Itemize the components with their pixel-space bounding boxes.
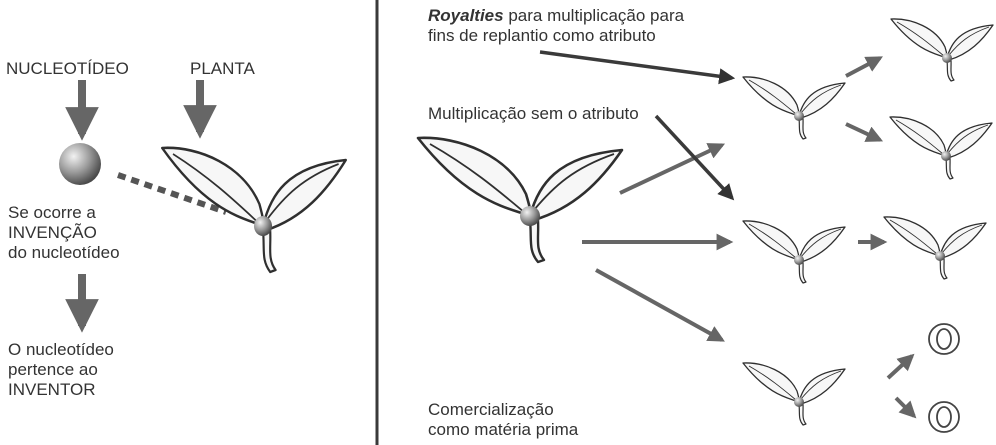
plant-label: PLANTA	[190, 59, 255, 78]
arrow-commodity-to-grain-2	[894, 396, 917, 419]
commerce-line-2: como matéria prima	[428, 420, 579, 439]
plant-icon-royalty-child-1	[890, 18, 994, 82]
royalties-rest: para multiplicação para	[503, 6, 685, 25]
plant-icon-royalty-child-2	[889, 116, 993, 180]
arrow-to-commodity-plant	[595, 268, 725, 342]
nucleotide-label: NUCLEOTÍDEO	[6, 59, 129, 78]
arrow-no-attribute-label	[654, 114, 735, 201]
commerce-text: Comercialização como matéria prima	[428, 400, 578, 440]
owner-text: O nucleotídeo pertence ao INVENTOR	[8, 340, 114, 400]
royalties-line-2: fins de replantio como atributo	[428, 26, 656, 45]
invention-line-1: Se ocorre a	[8, 203, 96, 222]
plant-icon-commodity	[742, 362, 846, 426]
dashed-link	[117, 172, 227, 215]
arrow-royalty-to-child-2	[845, 122, 884, 142]
grain-icon-2	[928, 401, 960, 433]
invention-text: Se ocorre a INVENÇÃO do nucleotídeo	[8, 203, 120, 263]
nucleotide-sphere-icon	[59, 143, 101, 185]
owner-line-2: pertence ao	[8, 360, 98, 379]
royalties-line-1: Royalties para multiplicação para	[428, 6, 684, 26]
plant-icon-royalty	[742, 76, 846, 140]
royalties-word: Royalties	[428, 6, 504, 25]
owner-line-3: INVENTOR	[8, 380, 96, 399]
invention-line-3: do nucleotídeo	[8, 243, 120, 262]
arrow-royalties-label	[539, 50, 736, 85]
commerce-line-1: Comercialização	[428, 400, 554, 419]
plant-icon-no-attribute-child	[883, 216, 987, 280]
royalties-text: Royalties para multiplicação para fins d…	[428, 6, 684, 46]
arrow-to-royalty-plant	[619, 143, 726, 195]
invention-line-2: INVENÇÃO	[8, 223, 97, 242]
plant-icon-main-left	[160, 146, 348, 274]
arrow-royalty-to-child-1	[845, 56, 883, 78]
owner-line-1: O nucleotídeo	[8, 340, 114, 359]
arrow-commodity-to-grain-1	[886, 353, 915, 380]
grain-icon-1	[928, 323, 960, 355]
no-attribute-label: Multiplicação sem o atributo	[428, 104, 639, 123]
plant-icon-no-attribute	[742, 220, 846, 284]
